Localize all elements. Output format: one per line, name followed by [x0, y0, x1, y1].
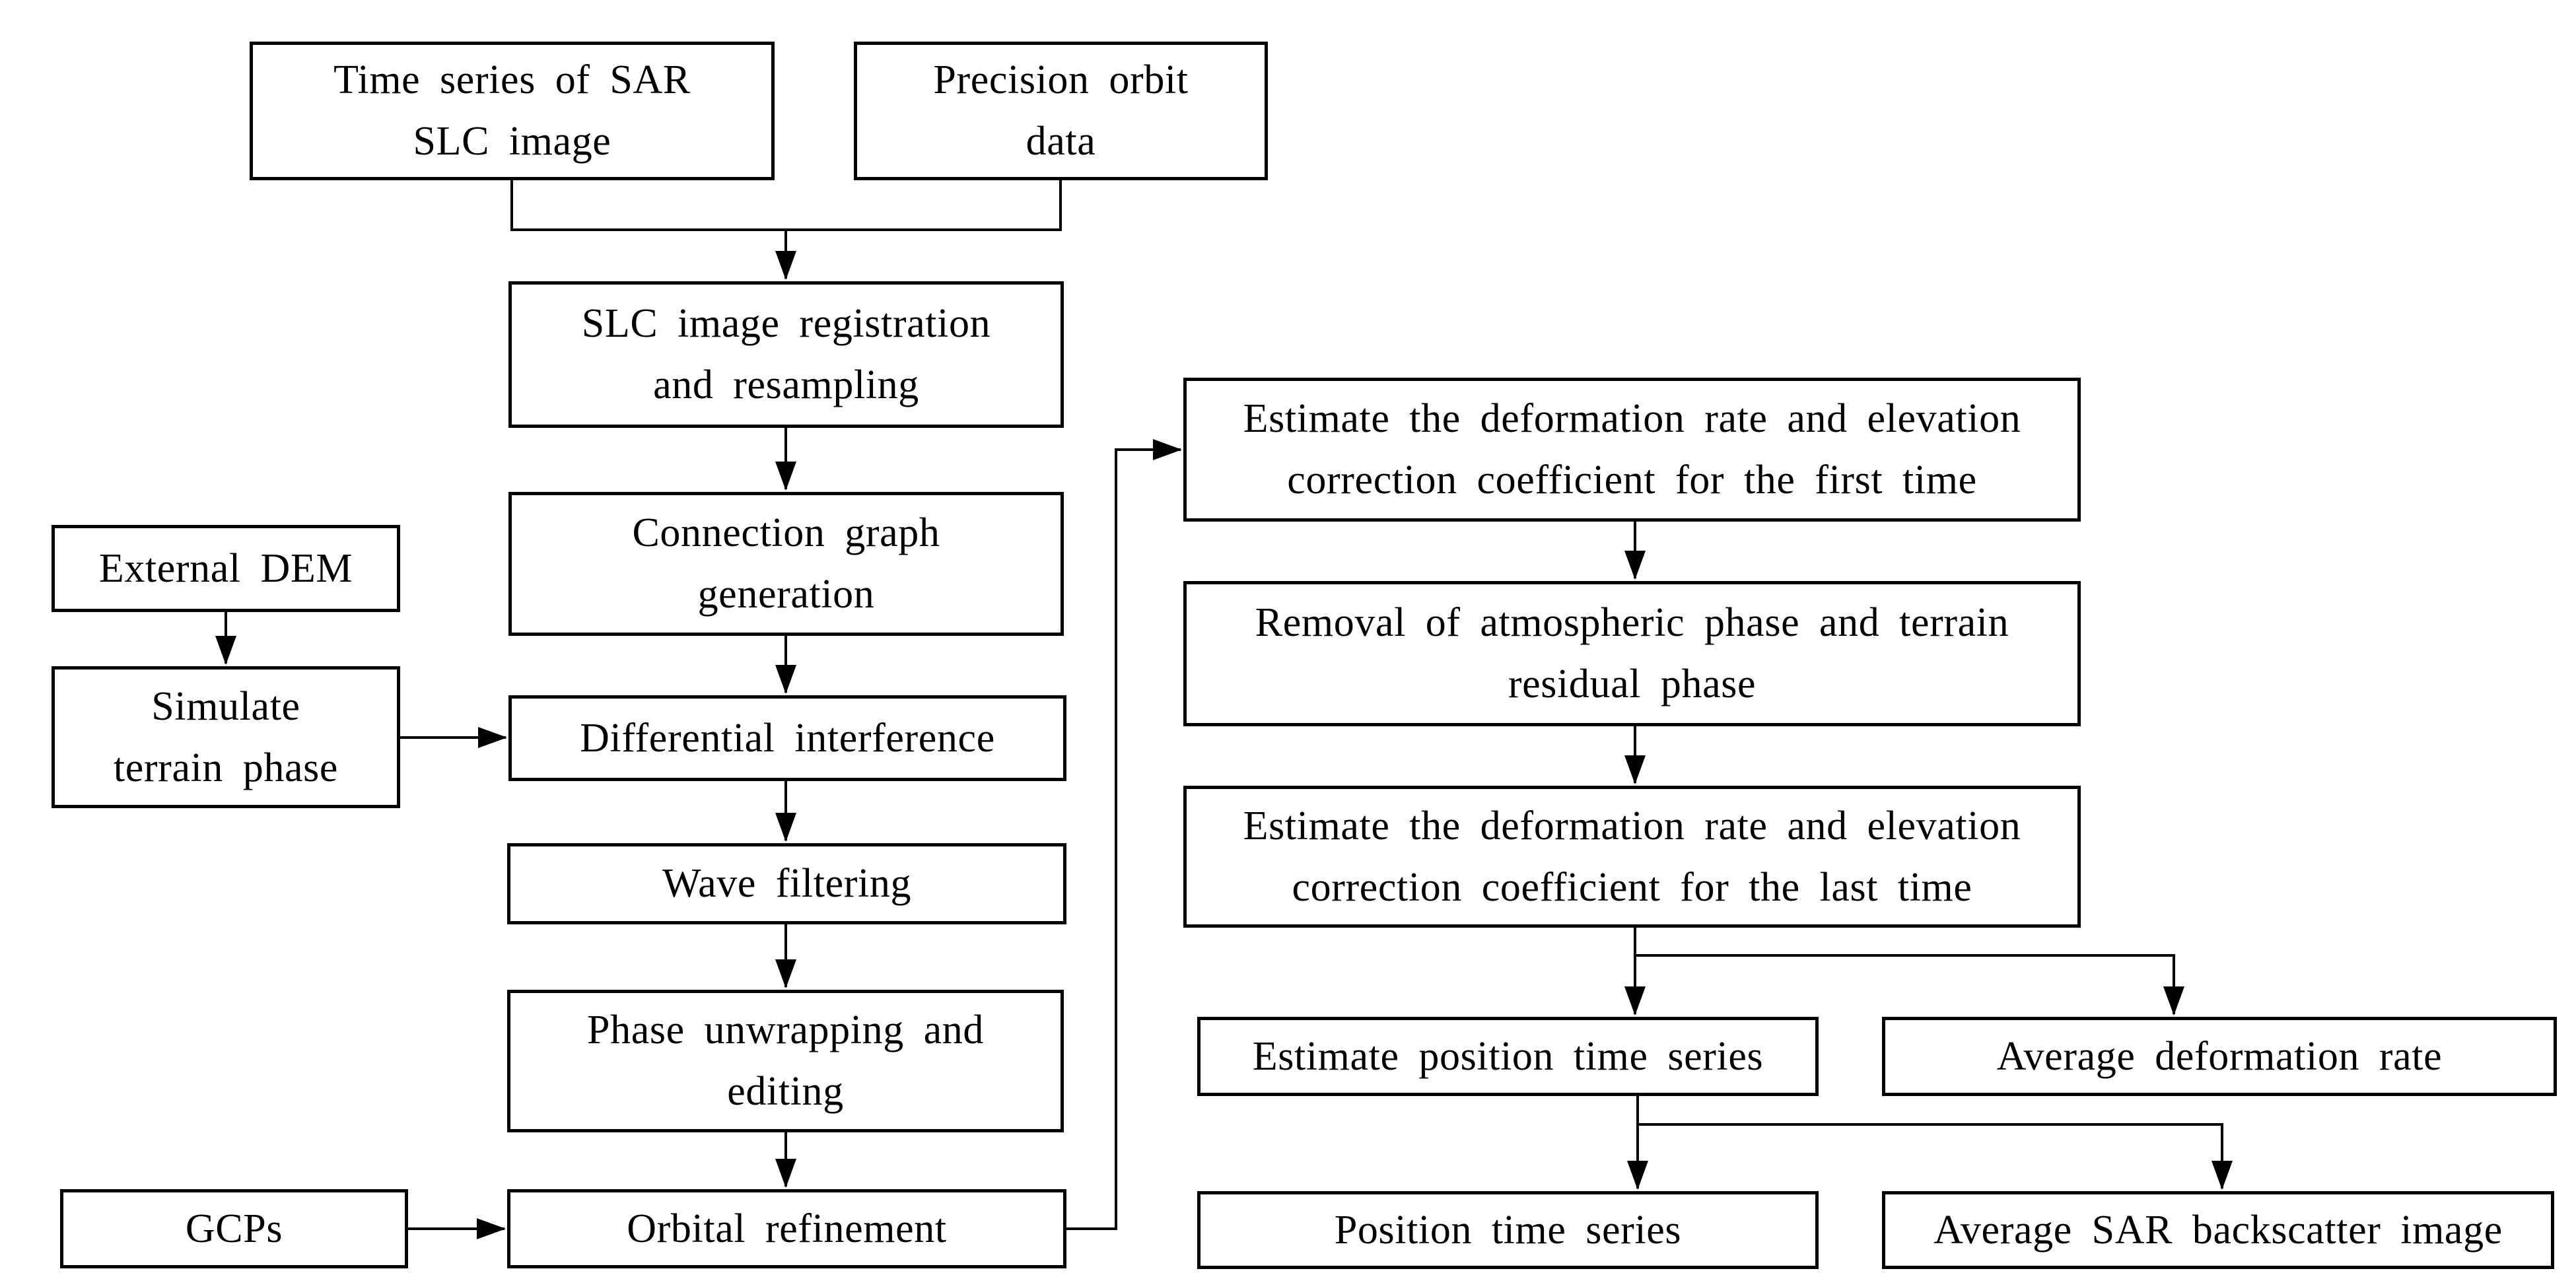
connector-orbital-to-estimate-first — [1066, 439, 1182, 1230]
node-slc-image-registration: SLC image registration and resampling — [508, 281, 1064, 428]
node-time-series-sar-slc-image: Time series of SAR SLC image — [250, 42, 775, 180]
node-wave-filtering: Wave filtering — [507, 843, 1066, 924]
node-phase-unwrapping-and-editing: Phase unwrapping and editing — [507, 990, 1064, 1132]
node-orbital-refinement: Orbital refinement — [507, 1189, 1066, 1268]
node-gcps: GCPs — [60, 1189, 408, 1268]
connector-position-estimate-to-backscatter — [1638, 1123, 2233, 1190]
connector-estimate-last-to-average-rate — [1635, 954, 2184, 1015]
node-connection-graph-generation: Connection graph generation — [508, 492, 1064, 636]
node-removal-atmospheric-phase: Removal of atmospheric phase and terrain… — [1183, 581, 2081, 726]
node-external-dem: External DEM — [52, 525, 400, 612]
node-differential-interference: Differential interference — [508, 695, 1066, 781]
node-average-sar-backscatter-image: Average SAR backscatter image — [1882, 1191, 2554, 1269]
node-simulate-terrain-phase: Simulate terrain phase — [52, 666, 400, 808]
node-position-time-series: Position time series — [1197, 1191, 1819, 1269]
connector-inputs-merge — [510, 180, 1062, 231]
node-estimate-deformation-first-time: Estimate the deformation rate and elevat… — [1183, 378, 2081, 522]
node-estimate-position-time-series: Estimate position time series — [1197, 1017, 1819, 1096]
node-average-deformation-rate: Average deformation rate — [1882, 1017, 2557, 1096]
node-estimate-deformation-last-time: Estimate the deformation rate and elevat… — [1183, 786, 2081, 928]
node-precision-orbit-data: Precision orbit data — [854, 42, 1268, 180]
